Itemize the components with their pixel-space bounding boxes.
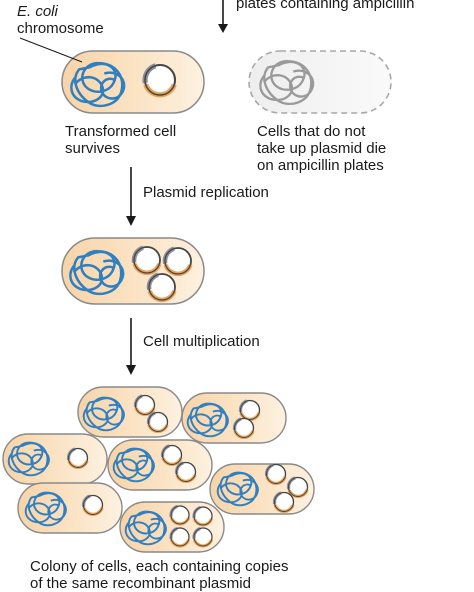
arrow-multiplication xyxy=(126,318,136,375)
arrow-transformation xyxy=(218,0,228,33)
ecoli-name-label: E. coli xyxy=(17,3,58,20)
colony-cell xyxy=(181,392,287,444)
dead-cell xyxy=(248,50,392,114)
colony xyxy=(2,386,315,553)
transformed-cell-caption: Transformed cell survives xyxy=(65,123,177,157)
colony-cell xyxy=(209,462,315,515)
colony-cell xyxy=(2,433,108,485)
colony-cell xyxy=(119,501,225,553)
colony-cell xyxy=(77,386,183,438)
step-replication-label: Plasmid replication xyxy=(143,184,269,201)
replicated-cell xyxy=(61,237,205,305)
chromosome-label: chromosome xyxy=(17,20,104,37)
chromosome-pointer xyxy=(19,37,83,63)
top-caption: plates containing ampicillin xyxy=(236,0,415,12)
transformed-cell xyxy=(61,50,205,114)
arrow-replication xyxy=(126,167,136,226)
colony-caption: Colony of cells, each containing copies … xyxy=(30,558,289,592)
dead-cell-caption: Cells that do not take up plasmid die on… xyxy=(257,123,387,174)
colony-cell xyxy=(17,482,123,534)
colony-cell xyxy=(107,439,213,491)
step-multiplication-label: Cell multiplication xyxy=(143,333,260,350)
